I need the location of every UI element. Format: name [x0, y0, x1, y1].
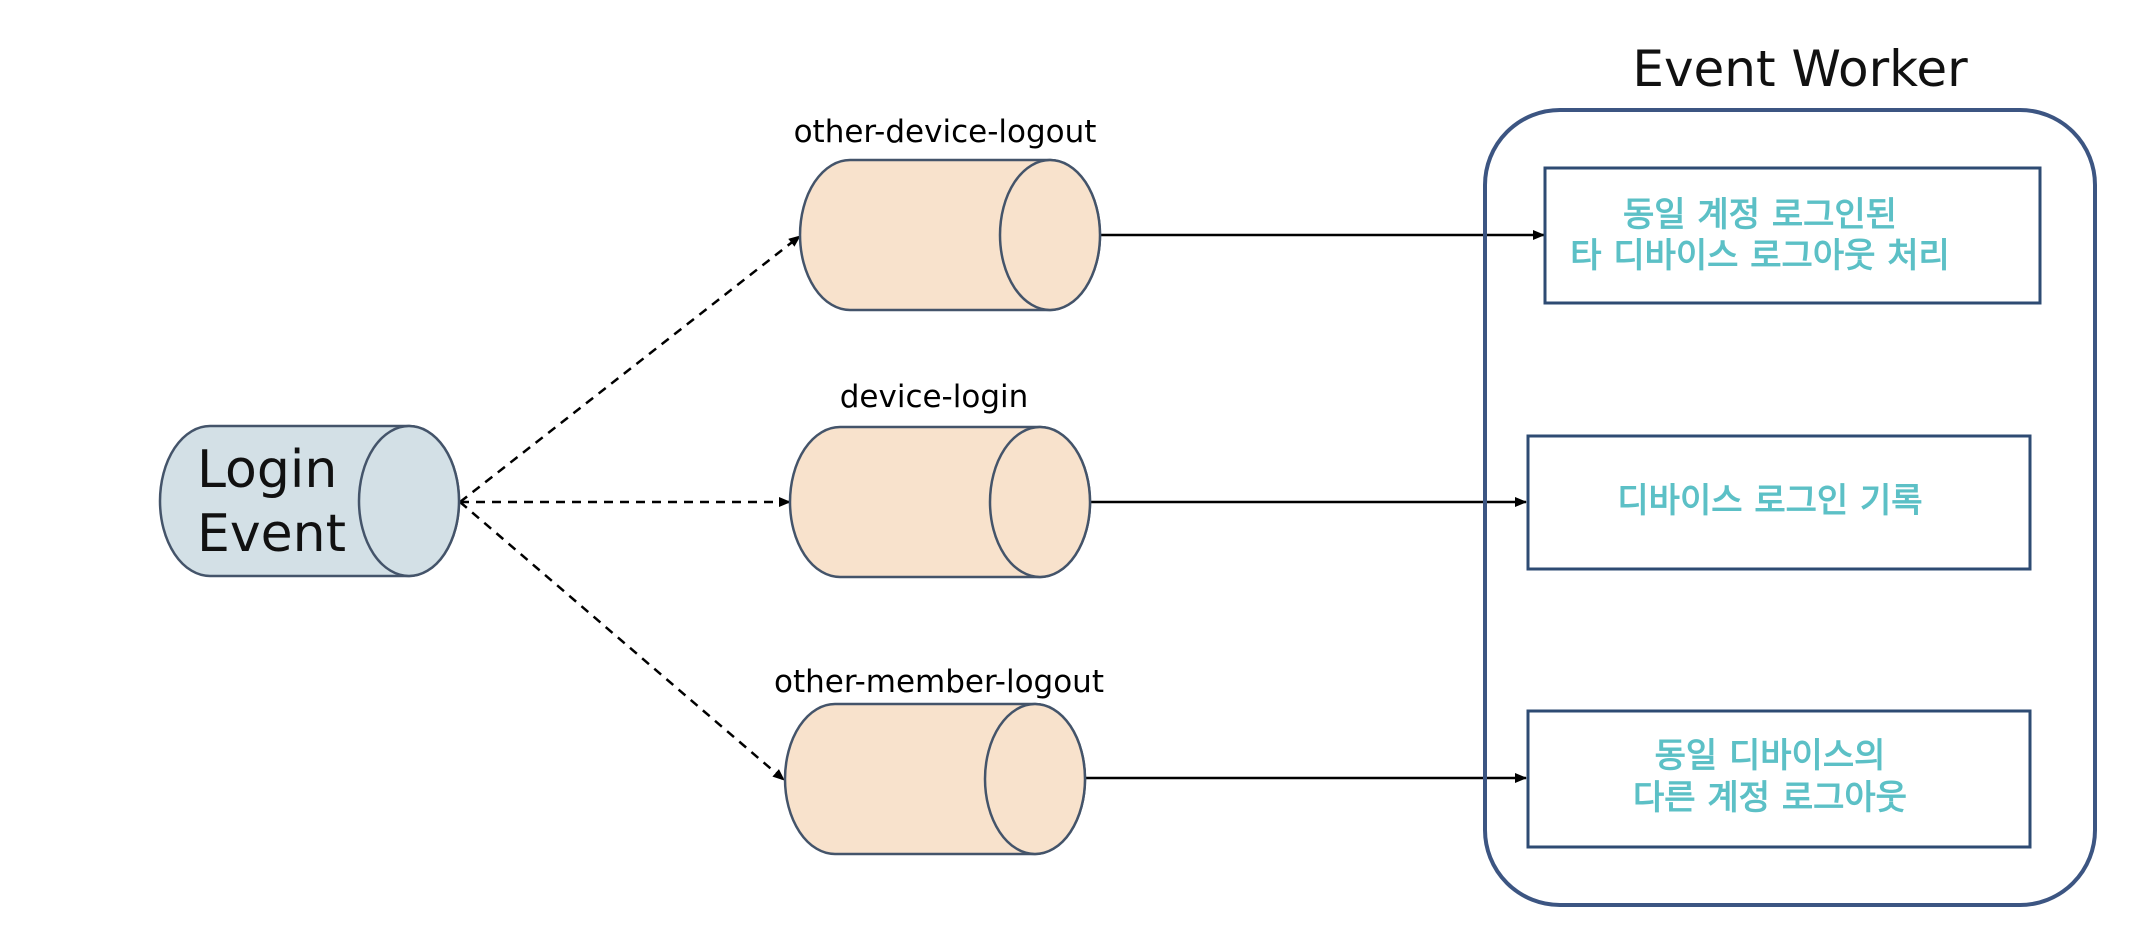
login-event-cylinder-cap [357, 424, 461, 578]
topic-cylinder-cap [988, 425, 1092, 579]
handler-label-line1: 디바이스 로그인 기록 [1617, 481, 1922, 521]
handler-box [1526, 434, 2032, 571]
handler-device-login: 디바이스 로그인 기록 [1526, 434, 2032, 571]
event-worker-container [1483, 108, 2097, 907]
connector-to-other-member-logout [459, 501, 785, 781]
topic-other-device-logout: other-device-logout [794, 114, 1102, 312]
consumer-connectors [1083, 230, 1545, 783]
topic-other-member-logout: other-member-logout [774, 664, 1104, 856]
topic-label: device-login [840, 379, 1029, 415]
handler-label-line1: 동일 계정 로그인된 [1623, 195, 1897, 235]
handler-other-device-logout: 동일 계정 로그인된 타 디바이스 로그아웃 처리 [1543, 166, 2042, 305]
topic-label: other-device-logout [794, 114, 1097, 150]
event-worker-title: Event Worker [1632, 40, 1968, 98]
topic-device-login: device-login [788, 379, 1092, 579]
event-worker: Event Worker 동일 계정 로그인된 타 디바이스 로그아웃 처리 디… [1483, 40, 2097, 907]
login-event-label-line2: Event [197, 504, 346, 564]
connector-to-other-device-logout [459, 235, 801, 503]
login-event-queue: Login Event [158, 424, 461, 578]
topic-cylinder-cap [998, 158, 1102, 312]
handler-label-line2: 다른 계정 로그아웃 [1633, 778, 1907, 818]
login-event-label-line1: Login [197, 440, 337, 500]
topic-label: other-member-logout [774, 664, 1104, 700]
handler-box [1543, 166, 2042, 305]
handler-box [1526, 709, 2032, 849]
handler-other-member-logout: 동일 디바이스의 다른 계정 로그아웃 [1526, 709, 2032, 849]
topic-cylinder-cap [983, 702, 1087, 856]
fanout-connectors [459, 235, 801, 781]
handler-label-line2: 타 디바이스 로그아웃 처리 [1570, 236, 1950, 276]
handler-label-line1: 동일 디바이스의 [1655, 736, 1886, 776]
